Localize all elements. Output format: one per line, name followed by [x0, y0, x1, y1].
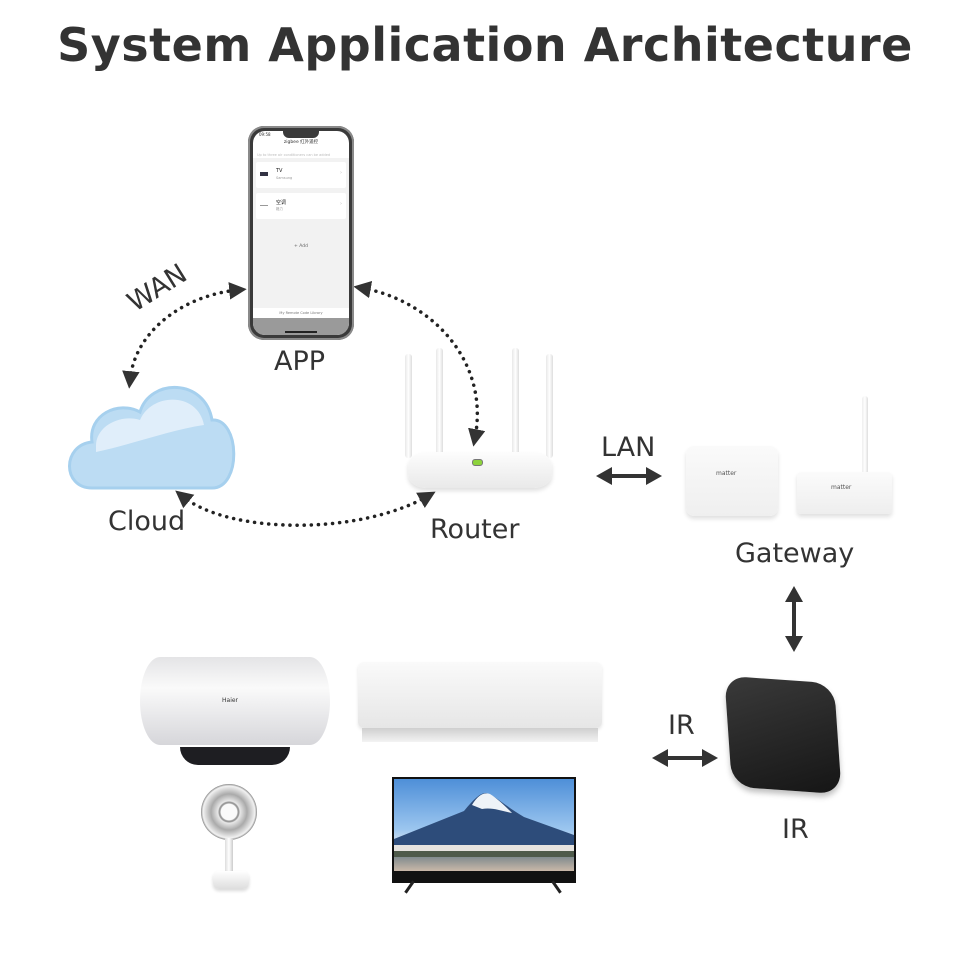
cloud-router-dotted-link — [175, 490, 436, 527]
phone-add-device: + Add — [294, 244, 308, 249]
ir-connection-label: IR — [668, 710, 695, 741]
phone-device-item: TV Samsung › — [256, 162, 346, 188]
wan-dotted-link — [122, 282, 247, 389]
lan-double-arrow — [596, 467, 662, 485]
ir-blaster-device — [724, 675, 842, 795]
tv-screen-mountain-image — [394, 779, 574, 871]
tv-icon — [260, 172, 268, 176]
lan-label: LAN — [601, 432, 656, 463]
router-antenna — [405, 354, 412, 458]
ir-device-label: IR — [782, 814, 809, 845]
phone-device-item: 空调 格力 › — [256, 193, 346, 219]
desk-fan — [201, 784, 257, 840]
air-conditioner-vent — [362, 728, 598, 742]
gateway-brand: matter — [716, 470, 737, 477]
app-label: APP — [274, 346, 326, 377]
cloud-label: Cloud — [108, 506, 186, 537]
router-label: Router — [430, 514, 520, 545]
water-heater — [140, 657, 330, 745]
phone-app-header: zigbee 红外遥控 — [283, 140, 319, 145]
smartphone-app: 09:58 zigbee 红外遥控 Up to three air condit… — [248, 126, 354, 340]
phone-screen: 09:58 zigbee 红外遥控 Up to three air condit… — [253, 131, 349, 335]
phone-hint-text: Up to three air conditioners can be adde… — [257, 153, 331, 157]
television — [392, 777, 576, 883]
router-antenna — [436, 348, 443, 456]
wifi-router — [408, 452, 552, 488]
air-conditioner-icon — [260, 205, 268, 206]
router-led-icon — [472, 459, 483, 466]
gateway-router: matter — [797, 472, 892, 514]
ir-double-arrow — [652, 749, 718, 767]
water-heater-control-panel — [180, 747, 290, 765]
chevron-right-icon: › — [340, 170, 342, 176]
cloud-icon — [68, 386, 236, 490]
air-conditioner — [358, 662, 602, 728]
app-router-dotted-link — [353, 280, 486, 447]
gateway-ir-double-arrow — [785, 586, 803, 652]
desk-fan-stand — [225, 838, 233, 874]
gateway-antenna — [862, 396, 868, 474]
gateway-hub: matter — [686, 446, 778, 516]
diagram-title: System Application Architecture — [57, 18, 913, 72]
phone-status-time: 09:58 — [259, 132, 271, 137]
router-antenna — [546, 354, 553, 458]
phone-bottom-bar — [253, 318, 349, 335]
router-antenna — [512, 348, 519, 456]
desk-fan-base — [213, 871, 249, 889]
chevron-right-icon: › — [340, 201, 342, 207]
phone-remote-code-library: My Remote Code Library — [253, 308, 349, 318]
heater-brand: Haier — [222, 697, 239, 704]
phone-notch — [283, 131, 319, 138]
gateway-brand: matter — [831, 484, 852, 491]
gateway-label: Gateway — [735, 538, 855, 569]
